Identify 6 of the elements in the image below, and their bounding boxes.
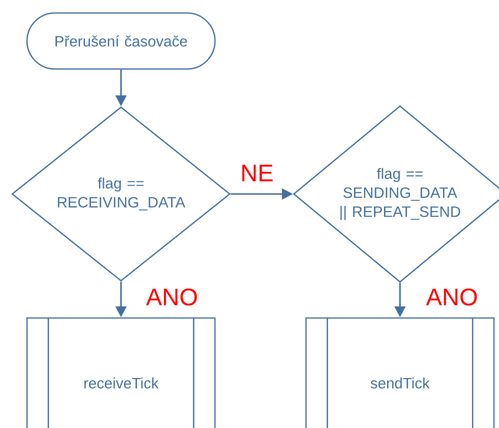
terminal-box: Přerušení časovače: [26, 12, 216, 70]
subprocess-box: sendTick: [305, 317, 495, 428]
edge-label: ANO: [425, 288, 479, 306]
subprocess-box: receiveTick: [26, 317, 216, 428]
edge-label: NE: [239, 164, 275, 182]
edge-label: ANO: [145, 288, 199, 306]
